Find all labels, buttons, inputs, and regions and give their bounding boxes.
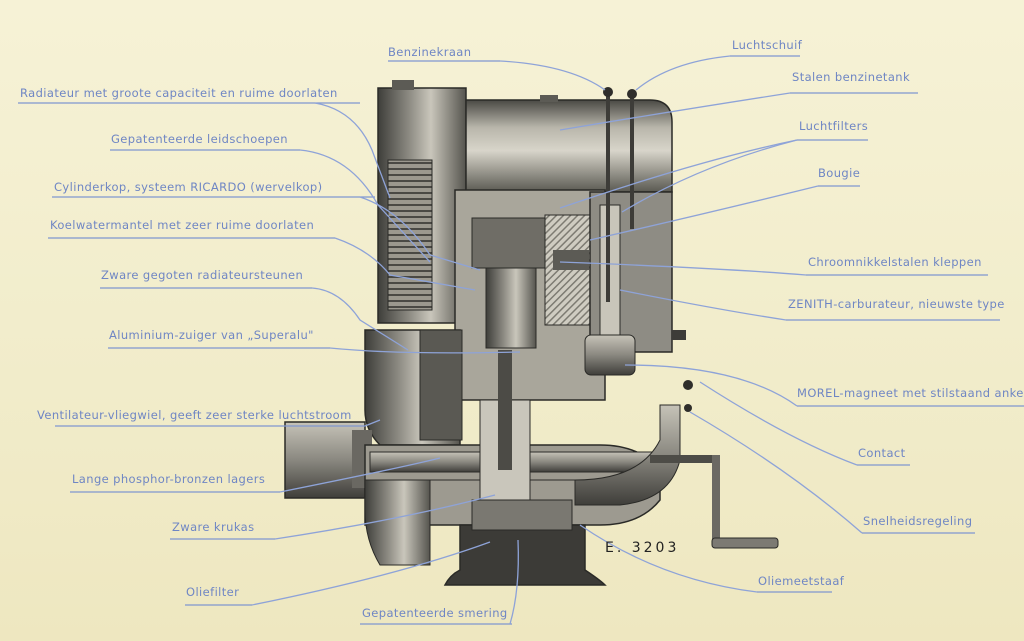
label-vliegwiel: Ventilateur-vliegwiel, geeft zeer sterke…	[37, 408, 352, 422]
label-snelheidsregeling: Snelheidsregeling	[863, 514, 973, 528]
figure-code: E. 3203	[605, 540, 680, 556]
label-koelwatermantel: Koelwatermantel met zeer ruime doorlaten	[50, 218, 315, 232]
label-bougie: Bougie	[818, 166, 861, 180]
label-kleppen: Chroomnikkelstalen kleppen	[808, 255, 982, 269]
label-zuiger: Aluminium-zuiger van „Superalu"	[109, 328, 314, 342]
label-smering: Gepatenteerde smering	[362, 606, 508, 620]
label-magneet: MOREL-magneet met stilstaand anker	[797, 386, 1024, 400]
label-benzinekraan: Benzinekraan	[388, 45, 472, 59]
label-luchtfilters: Luchtfilters	[799, 119, 869, 133]
label-radiateur: Radiateur met groote capaciteit en ruime…	[20, 86, 338, 100]
label-stalen-benzinetank: Stalen benzinetank	[792, 70, 911, 84]
label-leidschoepen: Gepatenteerde leidschoepen	[111, 132, 288, 146]
label-krukas: Zware krukas	[172, 520, 255, 534]
label-cylinderkop: Cylinderkop, systeem RICARDO (wervelkop)	[54, 180, 323, 194]
engine-body	[284, 80, 779, 586]
label-oliemeetstaaf: Oliemeetstaaf	[758, 574, 845, 588]
label-contact: Contact	[858, 446, 906, 460]
label-radiateursteunen: Zware gegoten radiateursteunen	[101, 268, 304, 282]
label-carburateur: ZENITH-carburateur, nieuwste type	[788, 297, 1005, 311]
label-lagers: Lange phosphor-bronzen lagers	[72, 472, 266, 486]
label-luchtschuif: Luchtschuif	[732, 38, 803, 52]
label-oliefilter: Oliefilter	[186, 585, 240, 599]
leader-lines	[18, 55, 1024, 625]
